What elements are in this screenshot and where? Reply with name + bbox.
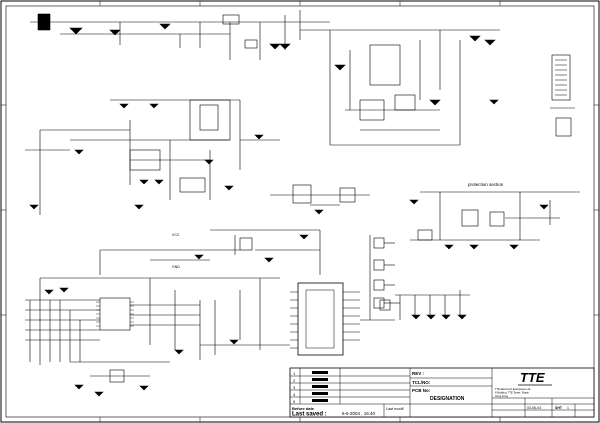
tcl-label: TCL/NO: [412, 380, 431, 385]
svg-text:Hong Kong: Hong Kong [495, 394, 509, 398]
svg-text:GND: GND [172, 265, 180, 269]
transistor-stack [369, 235, 400, 320]
last-saved-value: 6-6-2004 , 16:40 [342, 411, 376, 416]
svg-text:2: 2 [293, 378, 296, 383]
protection-label: protection section [468, 182, 504, 187]
top-power-section [30, 10, 330, 60]
svg-text:VCC: VCC [172, 233, 180, 237]
svg-text:8 Building, TTE Tower, Shatin: 8 Building, TTE Tower, Shatin [495, 391, 529, 395]
sheet-label: SHT [555, 406, 563, 410]
sheet-value: 1 [567, 406, 569, 410]
driver-section [99, 184, 370, 275]
svg-text:1: 1 [293, 371, 296, 376]
net-labels: VCC GND [172, 233, 180, 269]
title-block: 1 2 3 4 5 REV : TCL/NO: PCB No: DESIGNAT… [289, 367, 595, 418]
tte-logo: TTE [520, 370, 545, 385]
svg-text:5: 5 [293, 399, 296, 404]
main-ic [290, 282, 360, 356]
rev-label: REV : [412, 371, 425, 376]
protection-section: protection section [409, 182, 580, 250]
left-mid-section [25, 99, 280, 215]
last-saved-label: Last saved : [292, 412, 327, 418]
svg-text:TTE Electronic Enterprises Ltd: TTE Electronic Enterprises Ltd. [495, 387, 531, 391]
micro-section [25, 277, 290, 397]
micro-ic-pins [96, 301, 134, 327]
pcb-label: PCB No: [412, 388, 431, 393]
date-value: 03-06-04 [527, 406, 541, 410]
output-section [360, 290, 470, 321]
connector-right [550, 54, 575, 137]
last-modified-label: Last modif [386, 407, 404, 411]
svg-text:4: 4 [293, 392, 296, 397]
designation-label: DESIGNATION [430, 396, 465, 402]
before-label: Before date [292, 406, 315, 411]
switching-section [329, 29, 500, 146]
svg-text:3: 3 [293, 385, 296, 390]
